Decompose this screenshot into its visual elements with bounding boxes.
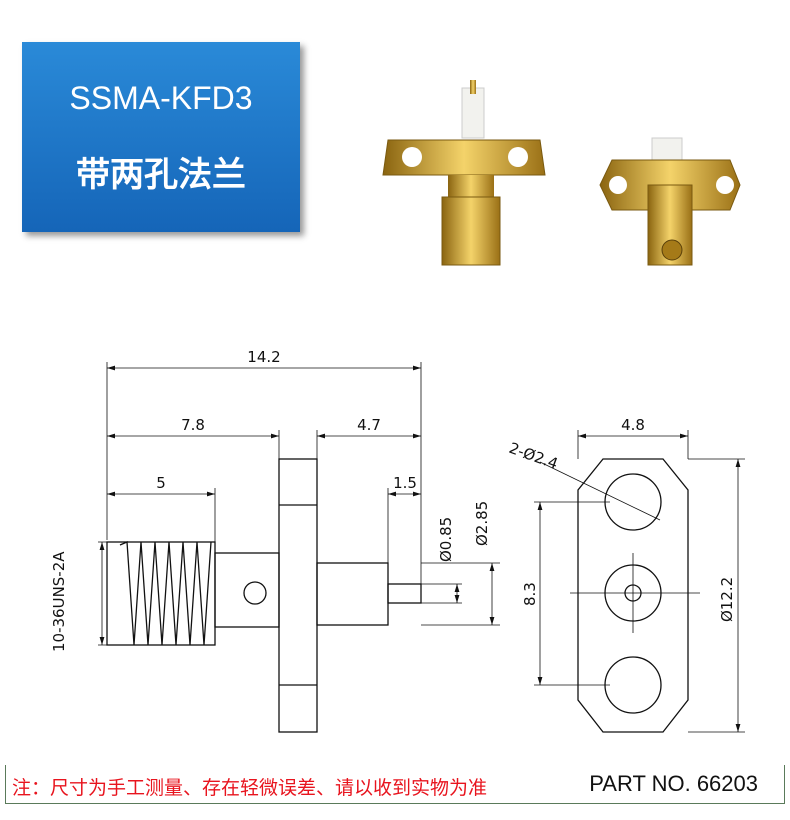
product-photo-2 [599, 137, 741, 266]
model-title: SSMA-KFD3 [69, 80, 253, 116]
dim-rear: 4.7 [357, 416, 381, 434]
dim-insulator-dia: Ø2.85 [473, 501, 491, 546]
dim-flange-width: 4.8 [621, 416, 645, 434]
measurement-note: 注：尺寸为手工测量、存在轻微误差、请以收到实物为准 [12, 777, 488, 799]
side-view [98, 362, 500, 733]
dim-flange-length: Ø12.2 [718, 577, 736, 622]
dim-pin-length: 1.5 [393, 474, 417, 492]
dim-holes: 2-Ø2.4 [507, 439, 561, 473]
part-number: PART NO. 66203 [589, 771, 758, 796]
footer: 注：尺寸为手工测量、存在轻微误差、请以收到实物为准 PART NO. 66203 [5, 765, 785, 804]
dim-thread-spec: 10-36UNS-2A [50, 551, 68, 652]
dim-overall: 14.2 [247, 348, 280, 366]
dim-front: 7.8 [181, 416, 205, 434]
dim-pin-dia: Ø0.85 [437, 517, 455, 562]
product-photo-1 [382, 80, 546, 266]
title-box: SSMA-KFD3 带两孔法兰 [22, 42, 300, 232]
model-subtitle: 带两孔法兰 [76, 155, 246, 195]
front-view [534, 430, 745, 733]
dim-hole-spacing: 8.3 [521, 582, 539, 606]
dim-thread-length: 5 [156, 474, 166, 492]
